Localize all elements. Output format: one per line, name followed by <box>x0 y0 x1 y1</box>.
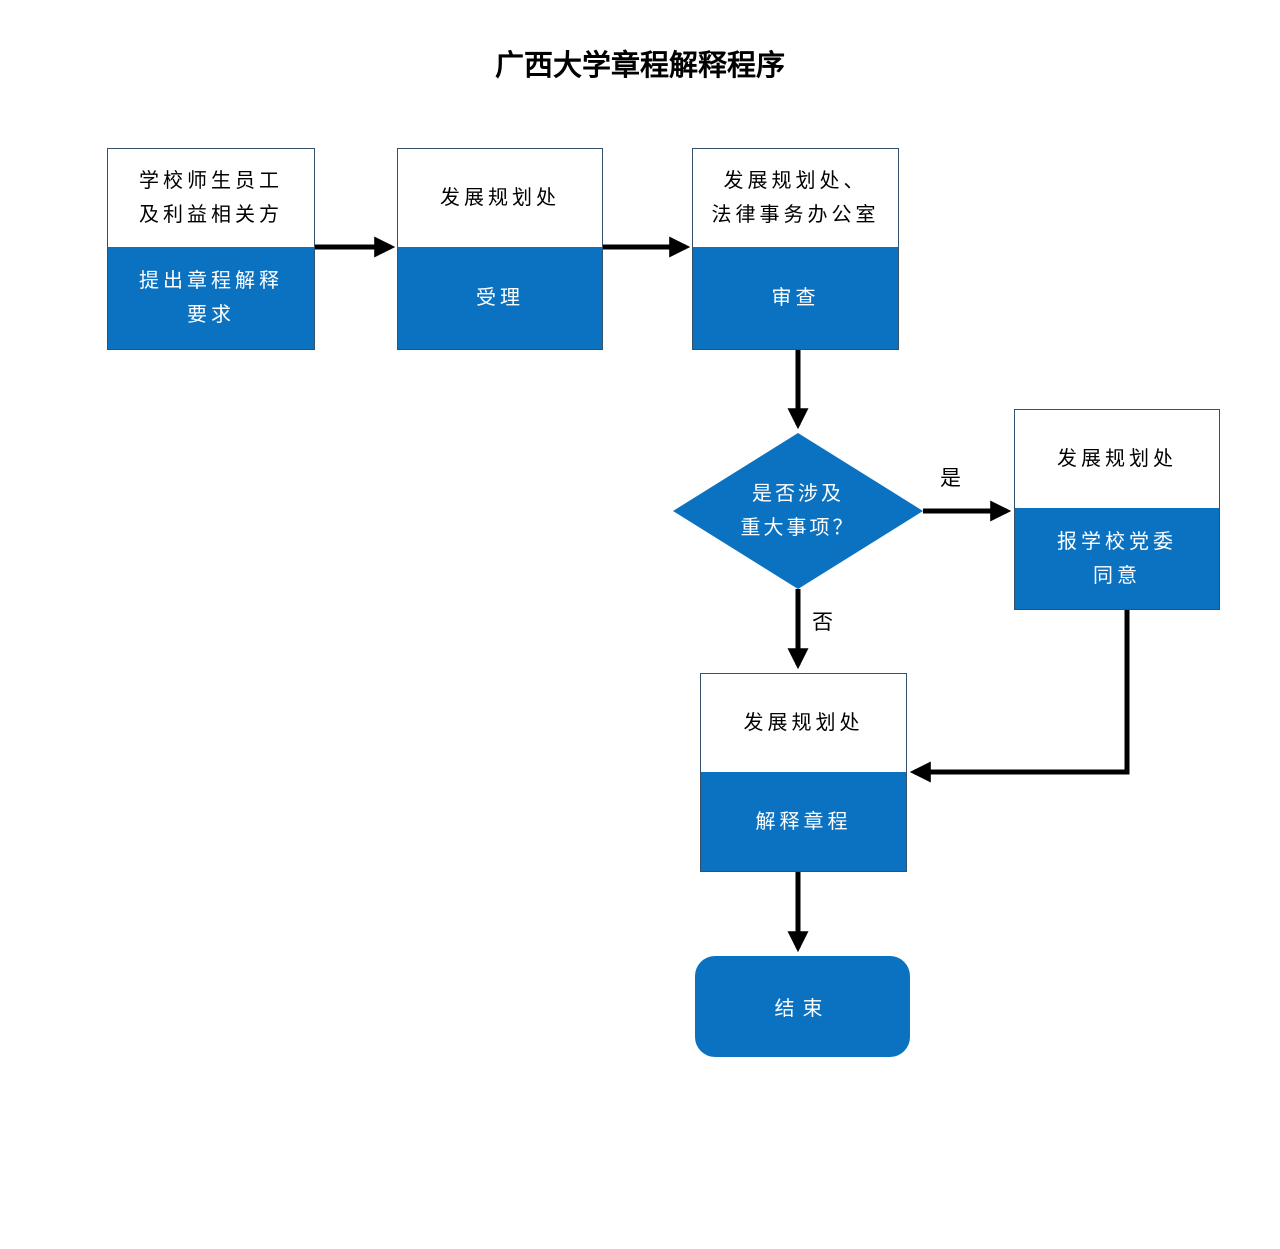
node-planning-accept: 发展规划处 受理 <box>397 148 603 350</box>
node-header-label: 学校师生员工 及利益相关方 <box>108 149 314 247</box>
node-header-label: 发展规划处 <box>701 674 906 772</box>
node-body-label: 审查 <box>693 247 898 349</box>
edge-label-no: 否 <box>812 610 833 634</box>
node-legal-review: 发展规划处、 法律事务办公室 审查 <box>692 148 899 350</box>
arrow-approve-to-interpret <box>909 610 1130 783</box>
node-interpret-charter: 发展规划处 解释章程 <box>700 673 907 872</box>
decision-diamond: 是否涉及 重大事项？ <box>673 433 923 589</box>
node-body-label: 报学校党委 同意 <box>1015 508 1219 609</box>
node-body-label: 受理 <box>398 247 602 349</box>
decision-label: 是否涉及 重大事项？ <box>740 483 856 539</box>
end-terminator: 结束 <box>695 956 910 1057</box>
node-body-label: 解释章程 <box>701 772 906 871</box>
node-party-committee-approve: 发展规划处 报学校党委 同意 <box>1014 409 1220 610</box>
page-title: 广西大学章程解释程序 <box>494 50 785 82</box>
node-stakeholders-request: 学校师生员工 及利益相关方 提出章程解释 要求 <box>107 148 315 350</box>
end-label: 结束 <box>774 998 831 1020</box>
node-header-label: 发展规划处、 法律事务办公室 <box>693 149 898 247</box>
edge-label-yes: 是 <box>940 466 961 490</box>
node-header-label: 发展规划处 <box>1015 410 1219 508</box>
node-header-label: 发展规划处 <box>398 149 602 247</box>
node-body-label: 提出章程解释 要求 <box>108 247 314 349</box>
